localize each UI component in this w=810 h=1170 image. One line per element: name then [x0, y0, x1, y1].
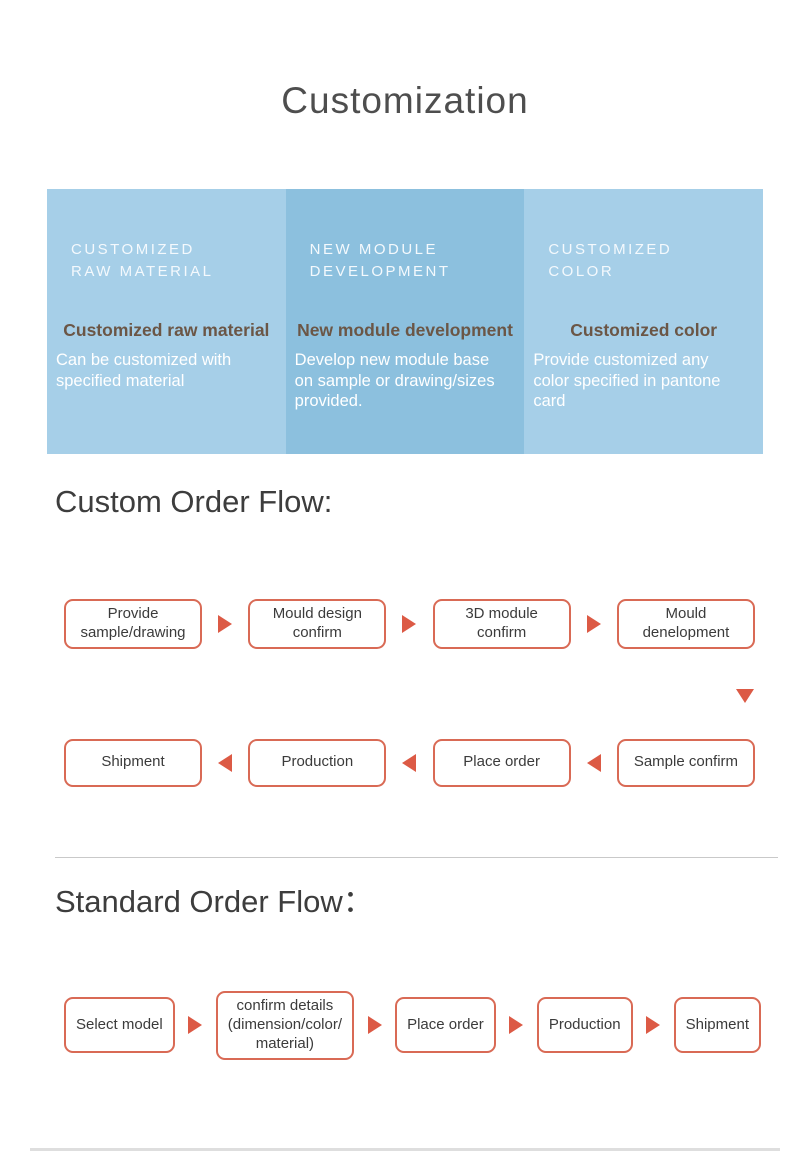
flow-step-sample-confirm: Sample confirm — [616, 738, 755, 787]
flow-step-shipment: Shipment — [64, 738, 202, 787]
arrow-right-icon — [188, 1016, 203, 1035]
flow-step-label: confirm details (dimension/color/ materi… — [227, 997, 342, 1052]
panel-module-development-title: New module development — [297, 319, 513, 340]
flow-step-label: Sample confirm — [633, 753, 739, 771]
flow-step-3d-module-confirm: 3D module confirm — [432, 599, 571, 649]
flow-step-confirm-details: confirm details (dimension/color/ materi… — [215, 991, 354, 1060]
panel-customized-color-header: CUSTOMIZED COLOR — [548, 240, 673, 281]
custom-flow-turn — [64, 688, 755, 703]
flow-step-label: Mould denelopment — [642, 605, 730, 641]
flow-step-label: Mould design confirm — [272, 605, 362, 641]
flow-step-place-order: Place order — [432, 738, 571, 787]
flow-step-mould-development: Mould denelopment — [616, 599, 755, 649]
panel-module-development: NEW MODULE DEVELOPMENT New module develo… — [285, 188, 525, 454]
flow-step-label: 3D module confirm — [465, 605, 538, 641]
flow-step-production-standard: Production — [536, 997, 633, 1054]
arrow-down-icon — [736, 688, 754, 703]
flow-step-label: Production — [281, 753, 354, 771]
custom-flow-row-top: Provide sample/drawing Mould design conf… — [64, 599, 755, 649]
arrow-left-icon — [402, 753, 417, 772]
customization-panels: CUSTOMIZED RAW MATERIAL Customized raw m… — [47, 188, 764, 454]
panel-raw-material: CUSTOMIZED RAW MATERIAL Customized raw m… — [47, 188, 286, 454]
flow-step-label: Shipment — [101, 753, 165, 771]
panel-customized-color: CUSTOMIZED COLOR Customized color Provid… — [524, 188, 764, 454]
panel-customized-color-title: Customized color — [570, 319, 718, 340]
flow-step-label: Shipment — [685, 1016, 749, 1034]
custom-flow-heading: Custom Order Flow: — [55, 483, 333, 519]
panel-raw-material-title: Customized raw material — [63, 319, 270, 340]
bottom-divider — [30, 1147, 780, 1151]
flow-step-provide-sample: Provide sample/drawing — [64, 599, 202, 649]
flow-step-label: Place order — [407, 1016, 484, 1034]
arrow-right-icon — [402, 614, 417, 633]
flow-step-place-order-standard: Place order — [395, 997, 496, 1054]
flow-step-label: Provide sample/drawing — [80, 605, 186, 641]
flow-step-label: Select model — [76, 1016, 163, 1034]
custom-flow-row-bottom: Shipment Production Place order Sample c… — [64, 738, 755, 787]
flow-step-label: Production — [548, 1016, 621, 1034]
arrow-right-icon — [646, 1016, 661, 1035]
panel-customized-color-description: Provide customized any color specified i… — [533, 350, 721, 411]
flow-step-shipment-standard: Shipment — [673, 997, 761, 1054]
arrow-right-icon — [509, 1016, 524, 1035]
standard-flow-heading: Standard Order Flow： — [55, 883, 374, 919]
arrow-right-icon — [367, 1016, 382, 1035]
custom-flow-diagram: Provide sample/drawing Mould design conf… — [64, 599, 755, 787]
arrow-left-icon — [218, 753, 233, 772]
page-title: Customization — [281, 80, 529, 121]
panel-module-development-header: NEW MODULE DEVELOPMENT — [309, 240, 451, 281]
panel-raw-material-description: Can be customized with specified materia… — [56, 350, 232, 390]
panel-module-development-description: Develop new module base on sample or dra… — [294, 350, 495, 411]
standard-flow-diagram: Select model confirm details (dimension/… — [64, 991, 761, 1060]
flow-step-label: Place order — [463, 753, 540, 771]
panel-raw-material-header: CUSTOMIZED RAW MATERIAL — [71, 240, 214, 281]
arrow-right-icon — [218, 614, 233, 633]
flow-step-production: Production — [248, 738, 387, 787]
arrow-left-icon — [586, 753, 601, 772]
section-divider — [55, 856, 778, 858]
arrow-right-icon — [586, 614, 601, 633]
flow-step-mould-design-confirm: Mould design confirm — [248, 599, 387, 649]
flow-step-select-model: Select model — [64, 997, 175, 1054]
